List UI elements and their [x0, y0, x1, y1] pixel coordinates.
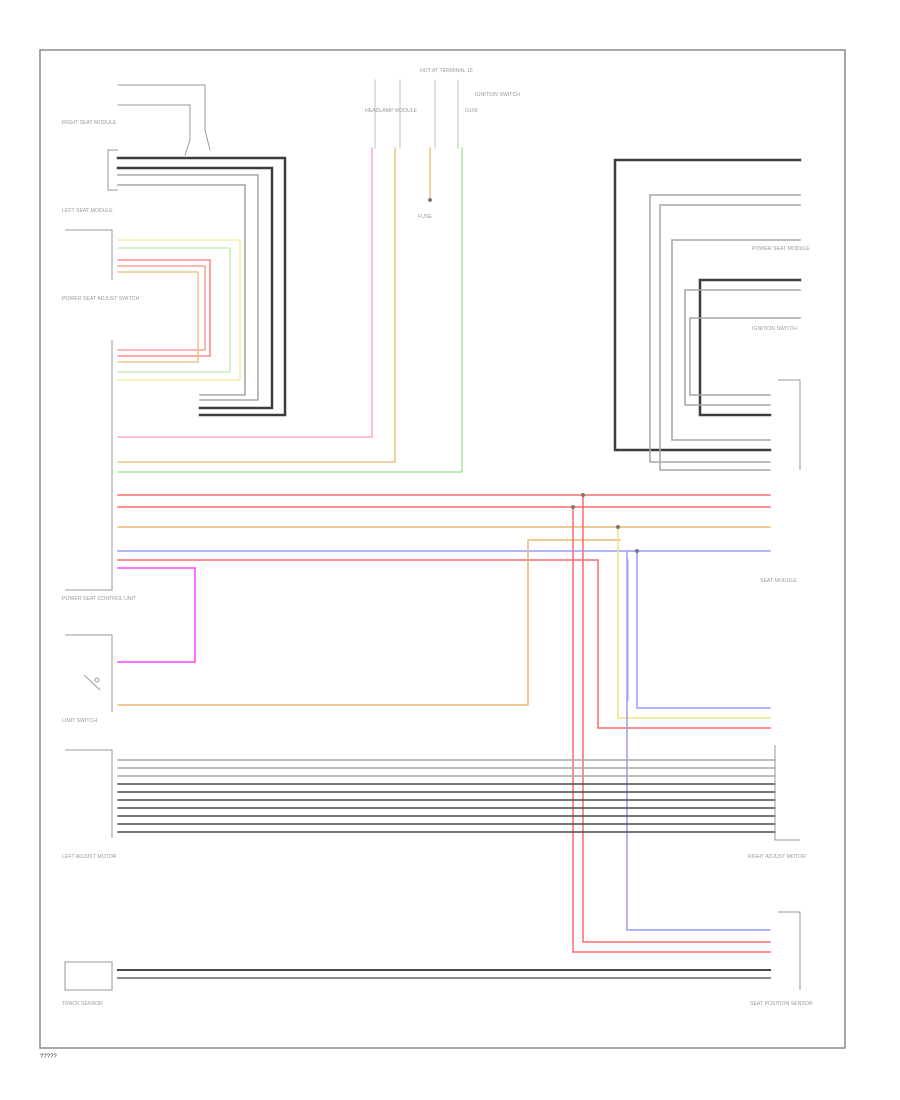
right-sensor-outline — [778, 911, 801, 990]
left-seat-module-label: LEFT SEAT MODULE — [62, 208, 113, 214]
headlamp-module-label: HEADLAMP MODULE — [365, 108, 418, 114]
splice-red-1 — [581, 493, 585, 497]
splice-red-2 — [571, 505, 575, 509]
wire-group-switch-loops — [117, 239, 241, 381]
wire-group-black-bundle — [116, 156, 287, 417]
switch-contact — [83, 674, 101, 691]
power-seat-module-upper-label: POWER SEAT MODULE — [752, 246, 810, 252]
wire-group-right-black — [613, 158, 802, 452]
left-seat-module-outline — [65, 229, 113, 280]
right-motor-outline — [774, 745, 800, 841]
labels: HOT AT TERMINAL 15 RIGHT SEAT MODULE LEF… — [40, 68, 813, 1060]
track-sensor-outline — [64, 961, 113, 991]
fuse-label: FUSE — [418, 214, 432, 220]
splice-blue — [635, 549, 639, 553]
adjust-switch-outline — [65, 340, 113, 591]
right-seat-module-outline — [107, 149, 118, 191]
wire-group-bus — [117, 494, 771, 953]
seat-module-right-label: SEAT MODULE — [760, 578, 797, 584]
splice-orange — [616, 525, 620, 529]
left-adjust-motor-label: LEFT ADJUST MOTOR — [62, 854, 117, 860]
seat-position-sensor-label: SEAT POSITION SENSOR — [750, 1001, 813, 1007]
footer-code: ????? — [40, 1054, 57, 1060]
track-sensor-label: TRACK SENSOR — [62, 1001, 103, 1007]
right-seat-module-label: RIGHT SEAT MODULE — [62, 120, 117, 126]
control-unit-label: POWER SEAT CONTROL UNIT — [62, 596, 137, 602]
wire-group-top-left — [117, 84, 211, 156]
diagram-frame — [39, 49, 846, 1049]
wire-group-motor-bundle — [117, 759, 776, 833]
switch-pivot — [94, 677, 100, 683]
components — [64, 149, 801, 991]
wire-harness — [116, 79, 802, 979]
limit-switch-label: LIMIT SWITCH — [62, 718, 97, 724]
adjust-switch-label: POWER SEAT ADJUST SWITCH — [62, 296, 139, 302]
headlamp-switch-outline — [65, 634, 113, 712]
ground-label: G100 — [465, 108, 478, 114]
right-upper-module-outline — [778, 379, 801, 470]
ignition-switch-label: IGNITION SWITCH — [475, 92, 520, 98]
fuse-terminal — [428, 198, 432, 202]
wire-group-right-gray — [649, 194, 801, 471]
wire-group-top-feeds — [117, 79, 463, 473]
right-adjust-motor-label: RIGHT ADJUST MOTOR — [748, 854, 806, 860]
wire-group-sensor — [117, 969, 771, 979]
wire-group-gray-bundle — [117, 174, 259, 401]
control-unit-outline — [65, 749, 113, 838]
top-feed-label: HOT AT TERMINAL 15 — [420, 68, 473, 74]
ignition-switch-right-label: IGNITION SWITCH — [752, 326, 797, 332]
